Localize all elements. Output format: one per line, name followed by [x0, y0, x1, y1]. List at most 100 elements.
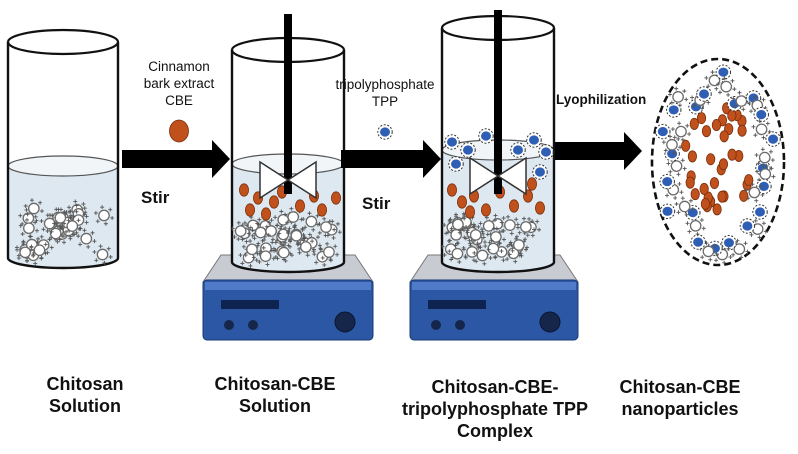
cbe-label-line-1: Cinnamon — [148, 59, 210, 74]
magnetic-stirrer-1 — [202, 254, 374, 341]
cbe-particle — [260, 207, 271, 221]
tpp-particle — [753, 106, 769, 123]
stirrer-knob — [431, 320, 441, 330]
cbe-particle — [527, 177, 538, 191]
nanoparticle-aggregate — [650, 57, 786, 267]
cbe-particle — [535, 201, 546, 215]
cbe-particle — [744, 174, 754, 187]
cbe-particle — [456, 195, 467, 209]
cbe-particle — [739, 189, 749, 202]
chitosan-particle — [674, 196, 695, 217]
chitosan-particle — [92, 244, 113, 265]
tpp-particle — [765, 131, 781, 147]
chitosan-particle — [670, 121, 692, 142]
cbe-particle — [737, 124, 747, 137]
step-4-line-1: Chitosan-CBE — [619, 377, 741, 397]
stirrer-display — [221, 300, 279, 309]
cbe-particle — [508, 199, 519, 213]
beaker-wall — [6, 42, 120, 270]
cbe-particle — [727, 109, 737, 122]
cbe-particle — [480, 203, 491, 217]
tpp-particle — [460, 142, 476, 158]
cbe-particle — [711, 119, 722, 132]
impeller-shaft — [284, 14, 292, 194]
cbe-particle — [316, 203, 327, 217]
tpp-label: tripolyphosphate TPP — [330, 76, 440, 110]
cbe-particle — [330, 191, 341, 205]
liquid-surface — [7, 155, 119, 177]
cbe-particle — [717, 190, 727, 203]
tpp-particle — [659, 203, 676, 220]
tpp-particle — [526, 132, 542, 148]
stirrer-body — [409, 279, 579, 341]
cbe-particle — [719, 130, 729, 143]
beaker-wall — [440, 28, 556, 274]
chitosan-particle — [23, 198, 44, 219]
stirrer-dial — [334, 311, 356, 333]
chitosan-particle — [15, 242, 36, 263]
cbe-particle — [718, 158, 729, 171]
cbe-particle — [699, 182, 709, 195]
chitosan-particle — [685, 215, 706, 237]
cbe-particle — [294, 199, 305, 213]
chitosan-particle — [508, 234, 529, 256]
chitosan-particle — [241, 239, 263, 260]
chitosan-particle — [485, 226, 507, 248]
chitosan-particle — [318, 241, 340, 263]
cbe-particle — [706, 153, 716, 166]
chitosan-particle — [661, 134, 683, 156]
step-label-complex: Chitosan-CBE- tripolyphosphate TPP Compl… — [395, 376, 595, 442]
stirrer-body — [202, 279, 374, 341]
chitosan-particle — [250, 222, 271, 243]
step-label-chitosan-cbe-solution: Chitosan-CBE Solution — [200, 373, 350, 417]
chitosan-particle — [93, 205, 115, 226]
chitosan-particle — [744, 182, 765, 203]
stir-label-2: Stir — [362, 194, 391, 213]
chitosan-particle — [29, 239, 50, 261]
step-4-line-2: nanoparticles — [621, 399, 739, 419]
beaker-wall — [230, 50, 346, 274]
cbe-particle — [696, 112, 707, 125]
tpp-label-line-2: TPP — [371, 94, 399, 109]
cbe-label-line-2: bark extract — [143, 76, 215, 91]
step-1-line-1: Chitosan — [46, 374, 124, 394]
tpp-particle — [739, 218, 756, 234]
impeller — [259, 14, 317, 200]
chitosan-particle — [754, 147, 775, 168]
cbe-particle — [689, 117, 699, 130]
arrow-add-tpp — [341, 140, 441, 178]
stirrer-knob — [224, 320, 234, 330]
stirrer-knob — [248, 320, 258, 330]
cbe-particle — [687, 150, 697, 163]
chitosan-particle — [18, 217, 39, 239]
cbe-particle — [685, 176, 695, 189]
chitosan-particle — [62, 215, 83, 237]
arrow-lyophilization — [555, 132, 642, 170]
cbe-particle — [727, 148, 737, 161]
tpp-particle — [478, 128, 494, 144]
chitosan-particle — [76, 228, 97, 249]
beaker-rim — [6, 28, 120, 56]
impeller-blade — [259, 160, 290, 200]
tpp-particle — [696, 86, 712, 102]
step-1-line-2: Solution — [49, 396, 121, 416]
step-3-line-3: Complex — [456, 421, 534, 441]
tpp-particle — [510, 142, 526, 158]
tpp-particle — [752, 204, 768, 220]
chitosan-particle — [704, 70, 725, 91]
chitosan-particle — [301, 211, 322, 232]
tpp-particle — [444, 134, 460, 150]
step-3-line-2: tripolyphosphate TPP — [401, 399, 588, 419]
cbe-label: Cinnamon bark extract CBE — [130, 58, 228, 109]
chitosan-particle — [230, 220, 251, 242]
step-2-line-2: Solution — [239, 396, 311, 416]
tpp-particle — [715, 64, 732, 80]
tpp-particle — [659, 173, 675, 190]
cbe-particle — [690, 188, 700, 201]
step-2-line-1: Chitosan-CBE — [214, 374, 336, 394]
impeller-blade — [286, 160, 317, 200]
chitosan-particle — [478, 215, 499, 237]
cbe-particle — [244, 203, 255, 217]
